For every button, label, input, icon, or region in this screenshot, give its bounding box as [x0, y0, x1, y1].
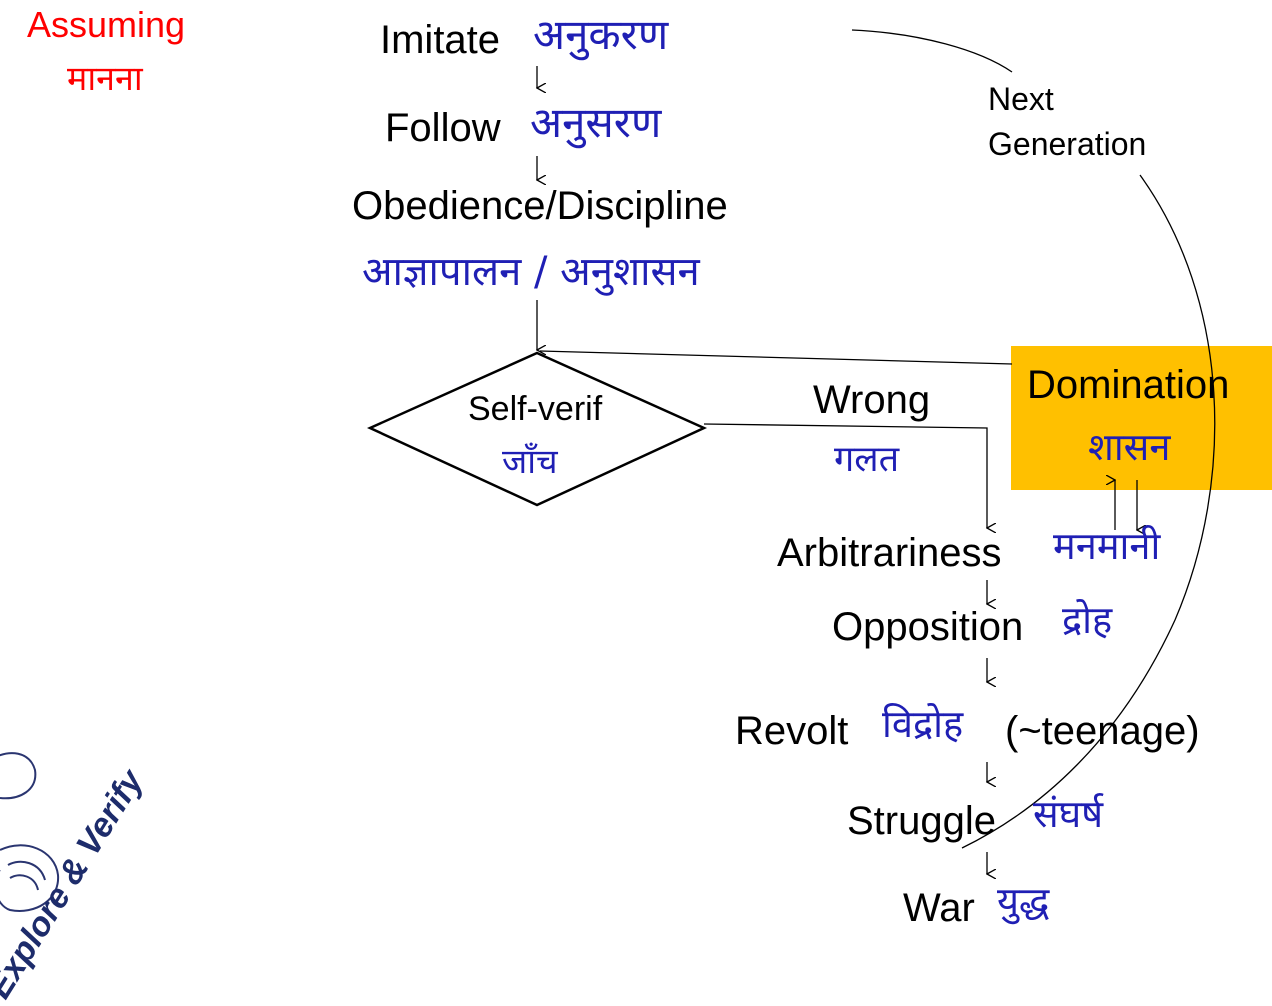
decision-hindi-label: जाँच: [502, 442, 558, 482]
arbitrariness-label: Arbitrariness: [777, 531, 1002, 575]
war-hindi-label: युद्ध: [997, 879, 1050, 923]
follow-hindi-label: अनुसरण: [530, 98, 662, 147]
domination-box: [1011, 346, 1272, 490]
domination-feedback-line: [539, 350, 1013, 365]
war-label: War: [903, 886, 975, 930]
wrong-label: Wrong: [813, 378, 931, 422]
next-generation-line1: Next: [988, 81, 1054, 117]
revolt-hindi-label: विद्रोह: [882, 702, 964, 746]
obedience-label: Obedience/Discipline: [352, 184, 728, 228]
follow-label: Follow: [385, 106, 501, 150]
revolt-suffix-label: (~teenage): [1005, 709, 1200, 753]
assuming-hindi-label: मानना: [67, 59, 143, 99]
assuming-label: Assuming: [27, 4, 186, 45]
domination-hindi-label: शासन: [1088, 425, 1171, 469]
next-generation-line2: Generation: [988, 126, 1147, 162]
decision-label: Self-verif: [468, 390, 603, 428]
opposition-label: Opposition: [832, 605, 1024, 649]
decision-diamond: [366, 351, 708, 507]
obedience-hindi-label: आज्ञापालन / अनुशासन: [362, 249, 700, 295]
next-generation-curve: [961, 174, 1216, 849]
imitate-hindi-label: अनुकरण: [533, 10, 669, 59]
domination-label: Domination: [1027, 363, 1230, 407]
wrong-hindi-label: गलत: [834, 439, 900, 480]
revolt-label: Revolt: [735, 709, 849, 753]
opposition-hindi-label: द्रोह: [1062, 598, 1113, 642]
struggle-hindi-label: संघर्ष: [1033, 792, 1104, 836]
arbitrariness-hindi-label: मनमानी: [1053, 524, 1161, 568]
logo-emblem: [0, 752, 60, 912]
struggle-label: Struggle: [847, 799, 996, 843]
next-generation-curve-top: [851, 29, 1013, 73]
wrong-branch-line: [703, 423, 987, 528]
imitate-label: Imitate: [380, 18, 501, 62]
